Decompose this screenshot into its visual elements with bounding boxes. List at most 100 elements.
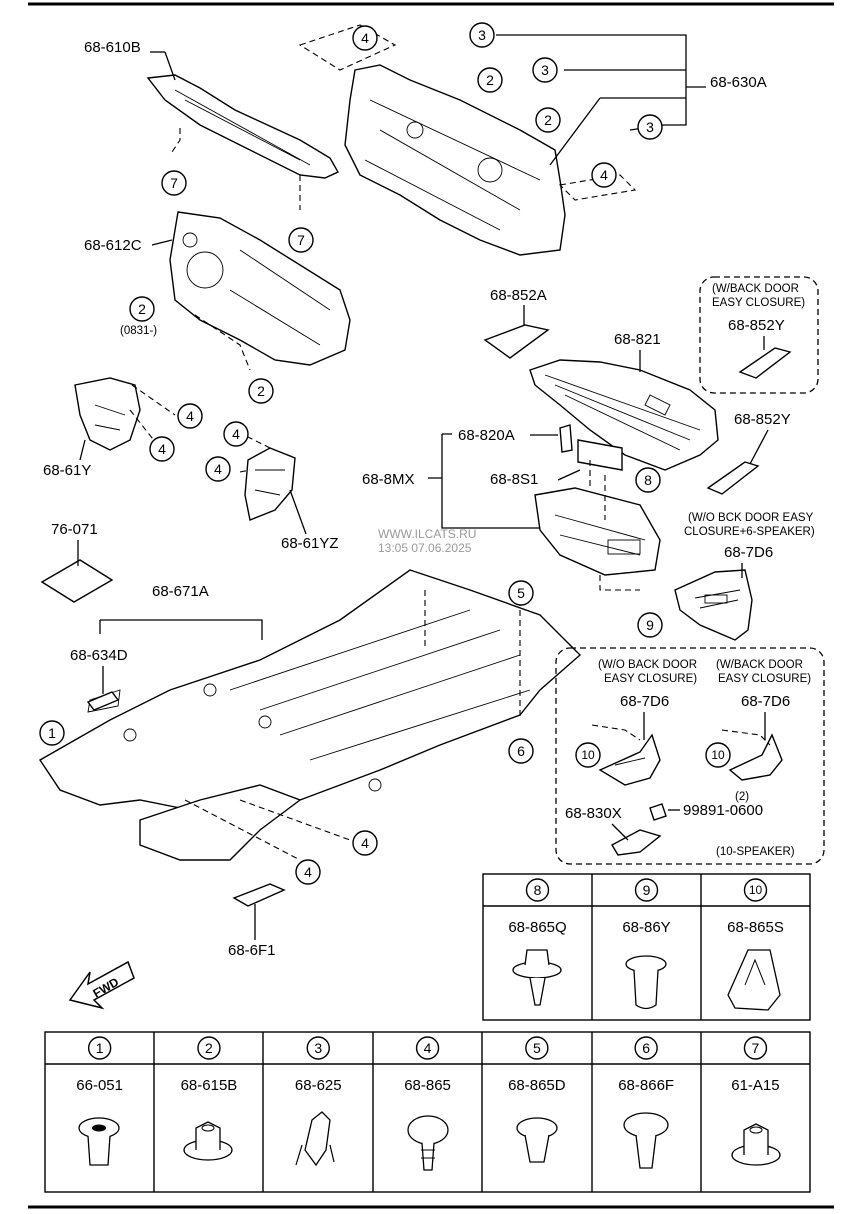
table-part-number: 68-865 bbox=[404, 1077, 451, 1094]
label-68-612C: 68-612C bbox=[84, 237, 142, 254]
fastener-table-top bbox=[482, 873, 811, 1021]
svg-text:5: 5 bbox=[517, 585, 525, 601]
leader bbox=[164, 51, 176, 81]
callout-4: 4 bbox=[352, 830, 378, 856]
svg-text:4: 4 bbox=[232, 426, 240, 442]
callout-10: 10 bbox=[705, 742, 731, 768]
svg-text:10: 10 bbox=[711, 748, 725, 762]
part-68-61YZ-drawing bbox=[237, 431, 296, 521]
callout-9: 9 bbox=[637, 612, 663, 638]
fastener-table-bottom-text: 166-051268-615B368-625468-865568-865D668… bbox=[76, 1036, 780, 1094]
label-68-61Y: 68-61Y bbox=[43, 462, 91, 479]
svg-text:9: 9 bbox=[646, 617, 654, 633]
svg-text:7: 7 bbox=[170, 175, 178, 191]
label-68-630A: 68-630A bbox=[710, 74, 767, 91]
label-68-610B: 68-610B bbox=[84, 39, 141, 56]
label-68-852Y-box: 68-852Y bbox=[728, 317, 785, 334]
leader bbox=[79, 439, 86, 461]
callout-8: 8 bbox=[635, 467, 661, 493]
watermark-url: WWW.ILCATS.RU bbox=[378, 527, 476, 541]
svg-text:2: 2 bbox=[257, 383, 265, 399]
svg-text:4: 4 bbox=[361, 835, 369, 851]
table-key: 6 bbox=[642, 1040, 650, 1056]
svg-text:1: 1 bbox=[48, 725, 56, 741]
table-part-number: 68-865D bbox=[508, 1077, 566, 1094]
svg-text:3: 3 bbox=[541, 62, 549, 78]
part-68-634D-drawing bbox=[86, 691, 120, 711]
table-key: 9 bbox=[643, 882, 651, 898]
callout-4: 4 bbox=[149, 436, 175, 462]
leader bbox=[749, 429, 769, 465]
nut-61-A15-icon bbox=[731, 1123, 781, 1166]
table-key: 5 bbox=[533, 1040, 541, 1056]
table-part-number: 61-A15 bbox=[731, 1077, 779, 1094]
note-wo-bd-1: (W/O BACK DOOR bbox=[598, 659, 697, 671]
callout-2: 2 bbox=[129, 296, 155, 322]
svg-text:4: 4 bbox=[186, 408, 194, 424]
svg-text:4: 4 bbox=[158, 441, 166, 457]
rivet-68-865-icon bbox=[407, 1115, 449, 1171]
part-68-610B-drawing bbox=[146, 74, 339, 210]
leader bbox=[289, 489, 307, 535]
fwd-arrow-icon bbox=[68, 960, 135, 1010]
part-68-821-drawing bbox=[529, 359, 719, 471]
part-68-612C-drawing bbox=[169, 211, 351, 371]
table-key-circle bbox=[306, 1036, 330, 1060]
label-76-071: 76-071 bbox=[51, 521, 98, 538]
callout-3: 3 bbox=[532, 57, 558, 83]
part-68-630A-drawing bbox=[298, 24, 637, 256]
callout-1: 1 bbox=[39, 720, 65, 746]
table-key: 2 bbox=[205, 1040, 213, 1056]
label-68-830X: 68-830X bbox=[565, 805, 622, 822]
part-68-7D6-drawing-a bbox=[674, 569, 753, 641]
callout-10: 10 bbox=[575, 742, 601, 768]
nut-68-615B-icon bbox=[183, 1121, 233, 1161]
table-key-circle bbox=[87, 1036, 112, 1060]
note-w-back-door-2: EASY CLOSURE) bbox=[712, 297, 805, 309]
option-box-w-back-door bbox=[699, 276, 819, 394]
svg-text:8: 8 bbox=[644, 472, 652, 488]
callout-7: 7 bbox=[161, 170, 187, 196]
part-68-852Y-drawing bbox=[706, 461, 760, 495]
clip-68-865Q-icon bbox=[512, 949, 562, 1006]
label-68-634D: 68-634D bbox=[70, 647, 128, 664]
svg-text:4: 4 bbox=[304, 864, 312, 880]
table-part-number: 68-865S bbox=[727, 919, 784, 936]
leader bbox=[611, 823, 629, 841]
table-key: 4 bbox=[424, 1040, 432, 1056]
callout-4: 4 bbox=[352, 25, 378, 51]
callout-2: 2 bbox=[477, 67, 503, 93]
svg-text:2: 2 bbox=[486, 72, 494, 88]
leader bbox=[428, 433, 540, 529]
option-box-speaker-brackets bbox=[555, 647, 825, 865]
table-key: 8 bbox=[534, 882, 542, 898]
table-key-circle bbox=[415, 1036, 440, 1060]
table-key-circle bbox=[634, 878, 659, 902]
label-68-671A: 68-671A bbox=[152, 583, 209, 600]
label-68-8S1: 68-8S1 bbox=[490, 471, 538, 488]
table-key-circle bbox=[525, 878, 550, 902]
label-68-7D6-c: 68-7D6 bbox=[741, 693, 790, 710]
note-w-back-door-1: (W/BACK DOOR bbox=[712, 283, 799, 295]
table-key: 10 bbox=[749, 883, 763, 897]
note-wo-bd-2: EASY CLOSURE) bbox=[604, 673, 697, 685]
callout-5: 5 bbox=[508, 580, 534, 606]
note-wo-bck-1: (W/O BCK DOOR EASY bbox=[688, 512, 814, 524]
table-part-number: 68-865Q bbox=[508, 919, 566, 936]
plug-68-866F-icon bbox=[623, 1112, 669, 1169]
svg-text:10: 10 bbox=[581, 748, 595, 762]
leader bbox=[496, 34, 706, 126]
label-68-61YZ: 68-61YZ bbox=[281, 535, 339, 552]
table-key-circle bbox=[525, 1036, 549, 1060]
table-part-number: 66-051 bbox=[76, 1077, 123, 1094]
label-68-7D6-a: 68-7D6 bbox=[724, 544, 773, 561]
table-part-number: 68-615B bbox=[181, 1077, 238, 1094]
callout-3: 3 bbox=[637, 114, 663, 140]
table-key: 7 bbox=[752, 1040, 760, 1056]
clip-68-625-icon bbox=[295, 1111, 335, 1167]
table-key: 1 bbox=[96, 1040, 104, 1056]
label-68-7D6-b: 68-7D6 bbox=[620, 693, 669, 710]
label-qty-2: (2) bbox=[735, 791, 749, 803]
